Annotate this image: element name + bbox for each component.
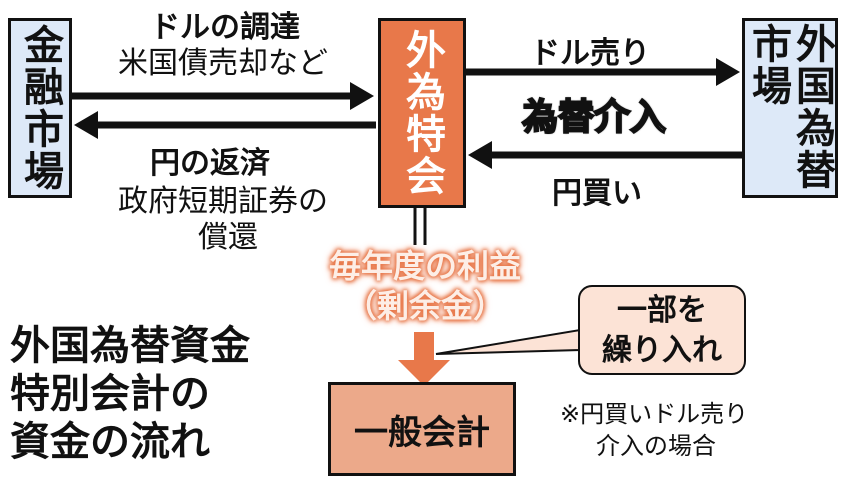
dollar-procurement-label: ドルの調達 xyxy=(150,10,300,45)
yen-repayment-note-2: 償還 xyxy=(198,220,258,255)
general-account-label: 一般会計 xyxy=(354,412,490,453)
financial-market-box: 金融市場 xyxy=(8,18,72,198)
arrow-yen-repayment xyxy=(74,111,376,139)
note-line-2: 介入の場合 xyxy=(596,432,716,460)
fx-special-account-box: 外為特会 xyxy=(378,18,466,208)
yen-buy-label: 円買い xyxy=(552,176,642,211)
dollar-sell-label: ドル売り xyxy=(530,36,650,71)
general-account-box: 一般会計 xyxy=(328,382,516,476)
title-line-2: 特別会計の xyxy=(10,371,210,417)
callout-box: 一部を 繰り入れ xyxy=(578,285,746,375)
title-line-1: 外国為替資金 xyxy=(10,323,250,369)
arrow-dollar-sell xyxy=(464,58,740,86)
annual-profit-label: 毎年度の利益 xyxy=(328,247,521,285)
diagram-title: 外国為替資金 特別会計の 資金の流れ xyxy=(10,322,250,466)
arrow-to-general-account xyxy=(398,332,450,386)
yen-repayment-note-1: 政府短期証券の xyxy=(118,184,328,219)
financial-market-label: 金融市場 xyxy=(17,24,63,192)
arrow-dollar-procurement xyxy=(72,82,374,110)
surplus-label: （剰余金） xyxy=(344,287,505,325)
yen-repayment-label: 円の返済 xyxy=(150,146,270,181)
callout-line-2: 繰り入れ xyxy=(602,333,722,368)
fx-special-account-label: 外為特会 xyxy=(399,29,445,197)
intervention-label: 為替介入 xyxy=(521,96,667,139)
fx-market-label: 外国為替市場 xyxy=(745,23,835,191)
callout-pointer xyxy=(435,328,581,355)
annual-profit-text: 毎年度の利益 （剰余金） xyxy=(298,246,552,326)
dollar-procurement-note: 米国債売却など xyxy=(118,46,328,81)
double-line xyxy=(413,206,427,245)
callout-line-1: 一部を xyxy=(617,293,707,328)
arrow-yen-buy xyxy=(468,141,742,169)
title-line-3: 資金の流れ xyxy=(10,419,210,465)
note: ※円買いドル売り 介入の場合 xyxy=(560,398,748,462)
fx-market-box: 外国為替市場 xyxy=(742,18,838,198)
note-line-1: ※円買いドル売り xyxy=(560,400,749,428)
